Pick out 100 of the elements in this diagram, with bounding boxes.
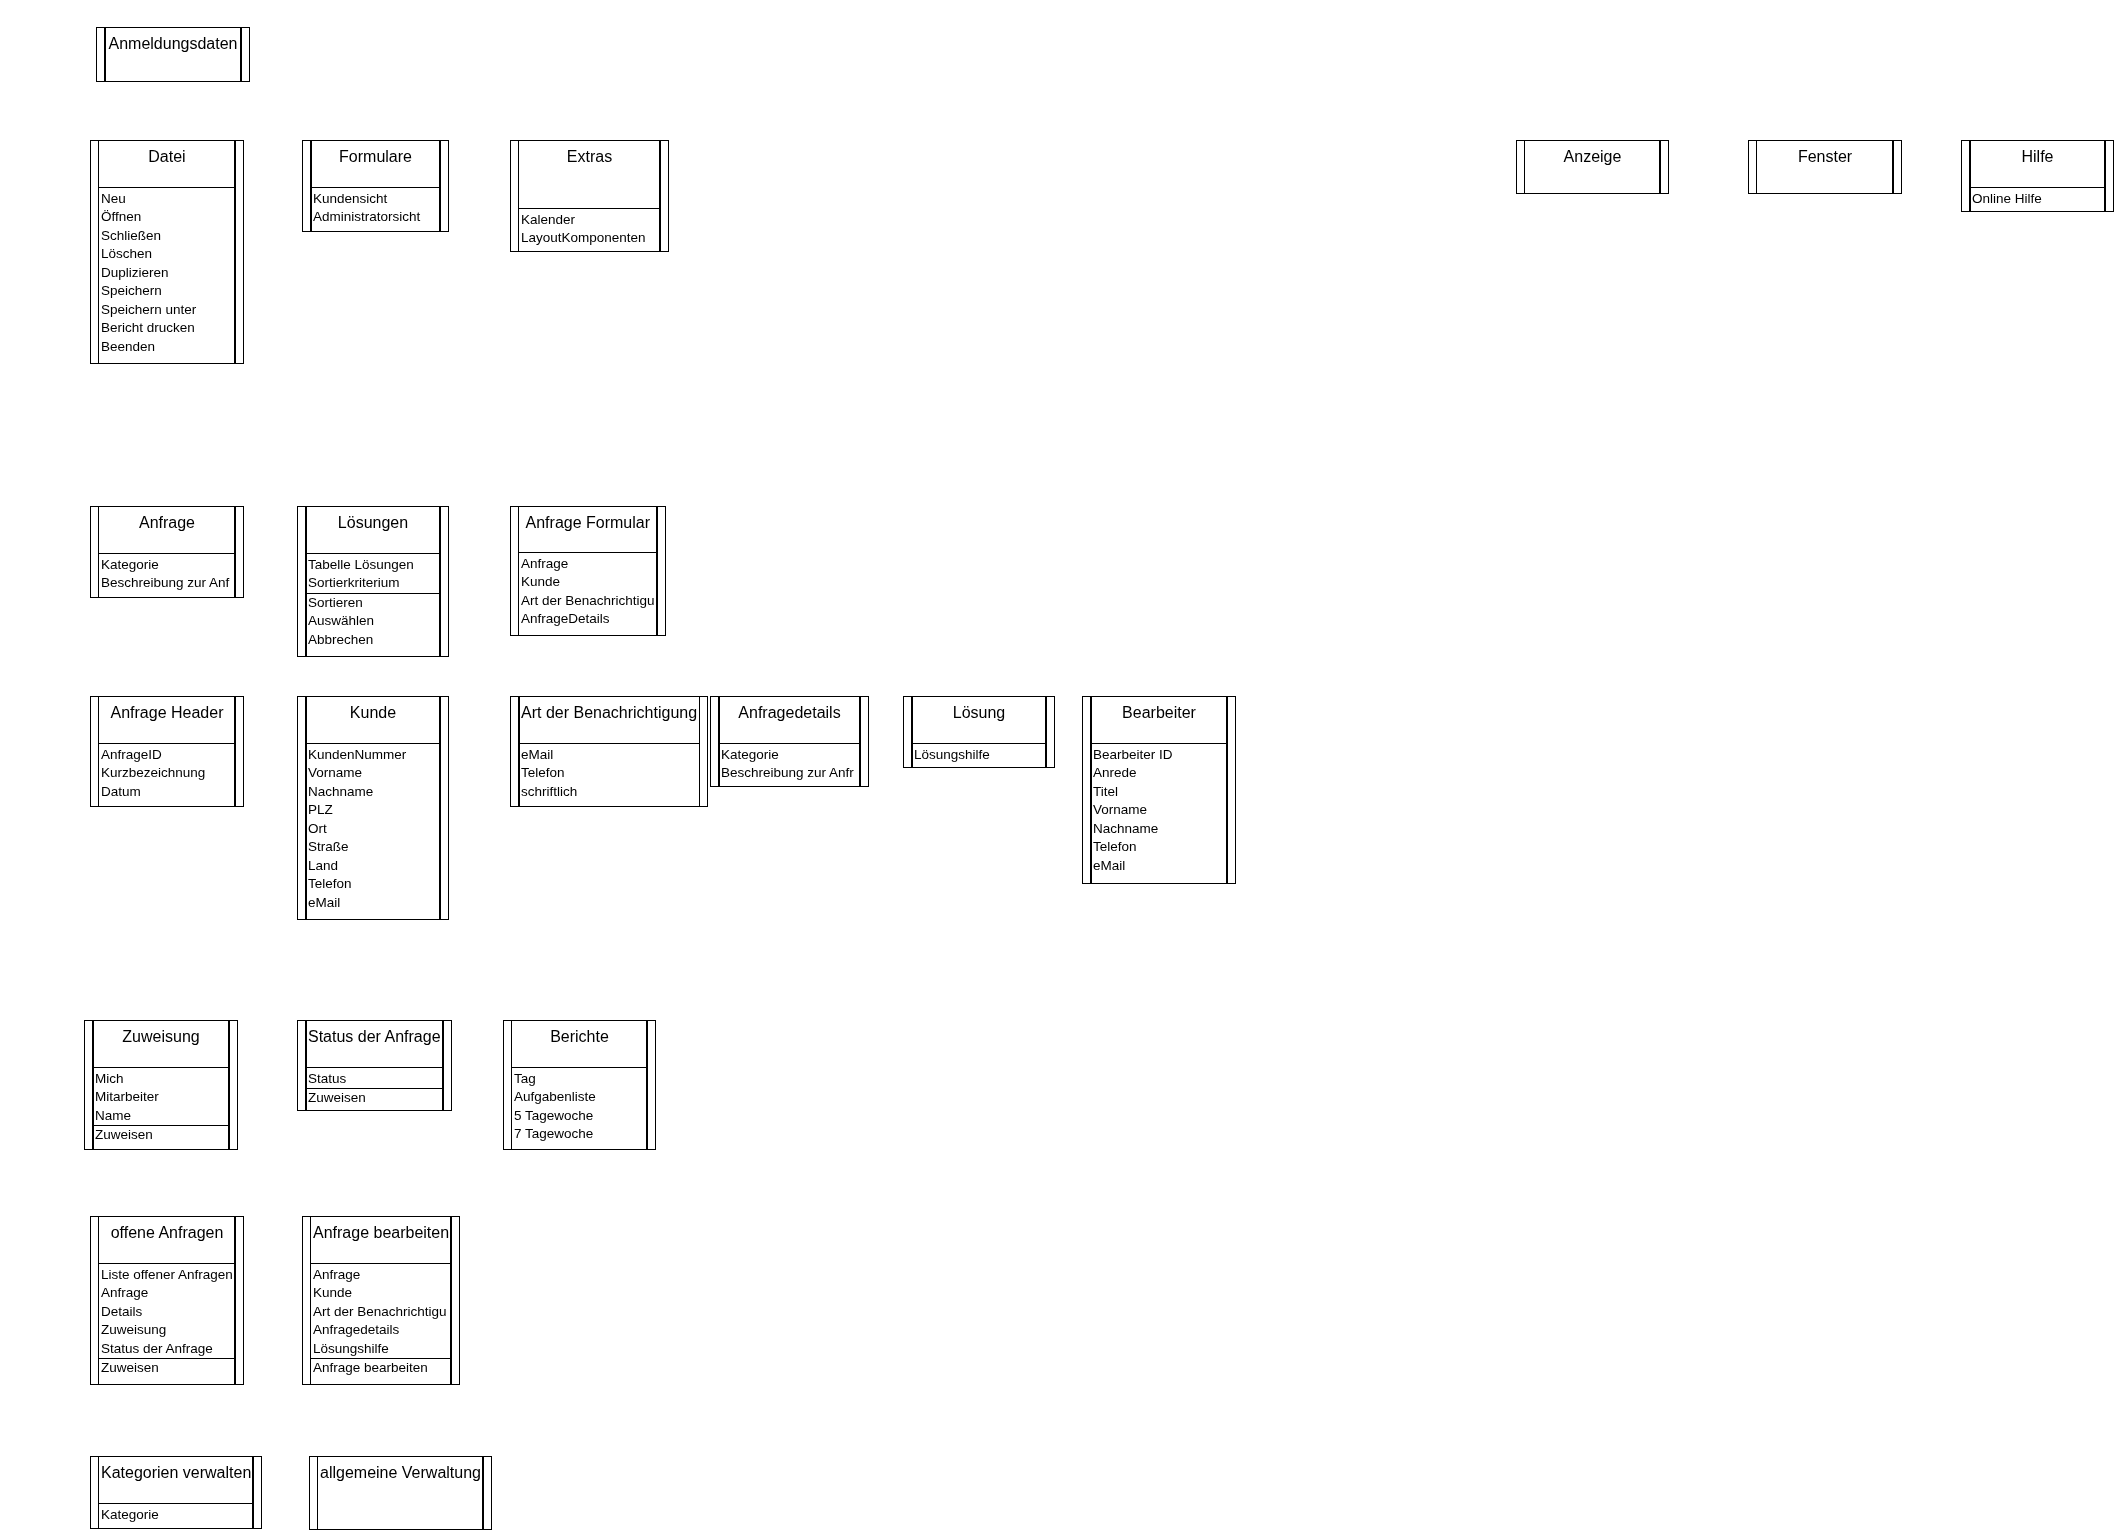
member-text: Anrede bbox=[1093, 764, 1138, 782]
class-name: Anfrage bbox=[137, 513, 196, 532]
class-box bbox=[90, 1216, 244, 1385]
class-name: Anzeige bbox=[1562, 147, 1623, 166]
member-text: Zuweisen bbox=[305, 1088, 444, 1108]
class-box bbox=[510, 506, 666, 636]
member-text: Straße bbox=[308, 838, 350, 856]
class-name: Fenster bbox=[1796, 147, 1854, 166]
member-text: Art der Benachrichtigu bbox=[521, 591, 655, 610]
member-text: Kunde bbox=[313, 1284, 354, 1302]
member-text: PLZ bbox=[308, 801, 334, 819]
member-text: Zuweisen bbox=[92, 1125, 230, 1145]
class-name: Anfragedetails bbox=[737, 703, 842, 722]
class-box bbox=[1748, 140, 1902, 194]
member-text: Auswählen bbox=[308, 612, 376, 630]
member-text: Schließen bbox=[101, 226, 163, 245]
member-text: Anfrage bbox=[313, 1265, 362, 1284]
class-box bbox=[510, 140, 669, 252]
member-text: Sortieren bbox=[305, 592, 441, 612]
member-text: AnfrageID bbox=[101, 745, 163, 764]
member-text: Speichern bbox=[101, 282, 163, 300]
member-text: Telefon bbox=[308, 875, 353, 893]
member-text: Status der Anfrage bbox=[101, 1339, 214, 1358]
member-text: Land bbox=[308, 856, 340, 875]
member-text: Tag bbox=[514, 1069, 537, 1088]
class-name: Zuweisung bbox=[121, 1027, 201, 1046]
member-text: Online Hilfe bbox=[1972, 189, 2043, 208]
class-box bbox=[297, 506, 449, 657]
class-name: Anfrage bearbeiten bbox=[313, 1223, 450, 1242]
member-text: Anfragedetails bbox=[313, 1321, 401, 1339]
member-text: Telefon bbox=[521, 764, 566, 782]
member-text: Art der Benachrichtigu bbox=[313, 1302, 448, 1321]
class-name: Lösungen bbox=[336, 513, 410, 532]
member-text: Löschen bbox=[101, 245, 154, 263]
class-box bbox=[84, 1020, 238, 1150]
member-text: Abbrechen bbox=[308, 630, 375, 649]
class-box bbox=[90, 1456, 263, 1529]
member-text: Lösungshilfe bbox=[914, 745, 991, 764]
member-text: 5 Tagewoche bbox=[514, 1106, 595, 1125]
member-text: Liste offener Anfragen bbox=[101, 1265, 233, 1284]
member-text: Kunde bbox=[521, 573, 562, 591]
member-text: Lösungshilfe bbox=[313, 1339, 390, 1358]
class-name: Bearbeiter bbox=[1121, 703, 1197, 722]
class-box bbox=[302, 140, 449, 232]
class-name: allgemeine Verwaltung bbox=[320, 1463, 481, 1482]
member-text: Tabelle Lösungen bbox=[308, 555, 415, 574]
member-text: Duplizieren bbox=[101, 263, 170, 282]
member-text: Anfrage bbox=[101, 1284, 150, 1302]
class-box bbox=[1082, 696, 1236, 884]
member-text: Sortierkriterium bbox=[308, 574, 401, 592]
member-text: Beenden bbox=[101, 337, 157, 356]
class-box bbox=[297, 696, 449, 920]
class-name: Anfrage Header bbox=[109, 703, 225, 722]
class-name: offene Anfragen bbox=[109, 1223, 225, 1242]
member-text: Kategorie bbox=[101, 555, 160, 574]
member-text: Name bbox=[95, 1106, 132, 1125]
member-text: Nachname bbox=[308, 782, 375, 801]
member-text: Bericht drucken bbox=[101, 319, 196, 337]
member-text: Beschreibung zur Anf bbox=[101, 574, 231, 592]
class-name: Art der Benachrichtigung bbox=[521, 703, 698, 722]
member-text: eMail bbox=[521, 745, 555, 764]
member-text: Kundensicht bbox=[313, 189, 389, 208]
class-box bbox=[710, 696, 869, 787]
member-text: Status bbox=[308, 1069, 348, 1088]
class-name: Kunde bbox=[348, 703, 398, 722]
member-text: Anfrage bbox=[521, 554, 570, 573]
member-text: Neu bbox=[101, 189, 127, 208]
class-name: Lösung bbox=[951, 703, 1007, 722]
member-text: Mitarbeiter bbox=[95, 1088, 160, 1106]
class-box bbox=[96, 27, 250, 82]
member-text: Mich bbox=[95, 1069, 125, 1088]
member-text: Kategorie bbox=[101, 1505, 160, 1524]
member-text: Aufgabenliste bbox=[514, 1088, 597, 1106]
class-name: Formulare bbox=[338, 147, 413, 166]
class-name: Status der Anfrage bbox=[308, 1027, 441, 1046]
member-text: Anfrage bearbeiten bbox=[310, 1358, 452, 1378]
class-name: Kategorien verwalten bbox=[101, 1463, 252, 1482]
member-text: Zuweisen bbox=[98, 1358, 236, 1378]
member-text: Zuweisung bbox=[101, 1321, 168, 1339]
class-box bbox=[90, 140, 244, 364]
member-text: Vorname bbox=[1093, 801, 1149, 819]
class-name: Extras bbox=[565, 147, 614, 166]
class-name: Anmeldungsdaten bbox=[107, 34, 239, 53]
class-box bbox=[297, 1020, 452, 1111]
member-text: Datum bbox=[101, 782, 142, 801]
member-text: AnfrageDetails bbox=[521, 610, 611, 628]
member-text: LayoutKomponenten bbox=[521, 229, 647, 247]
class-box bbox=[1961, 140, 2114, 212]
class-box bbox=[503, 1020, 656, 1150]
member-text: Telefon bbox=[1093, 838, 1138, 856]
member-text: Kategorie bbox=[721, 745, 780, 764]
member-text: schriftlich bbox=[521, 782, 579, 801]
class-name: Berichte bbox=[549, 1027, 610, 1046]
member-text: Speichern unter bbox=[101, 300, 198, 319]
member-text: Kalender bbox=[521, 210, 577, 229]
member-text: Administratorsicht bbox=[313, 208, 422, 226]
member-text: KundenNummer bbox=[308, 745, 408, 764]
class-box bbox=[510, 696, 709, 807]
class-box bbox=[903, 696, 1055, 768]
member-text: eMail bbox=[308, 893, 342, 912]
